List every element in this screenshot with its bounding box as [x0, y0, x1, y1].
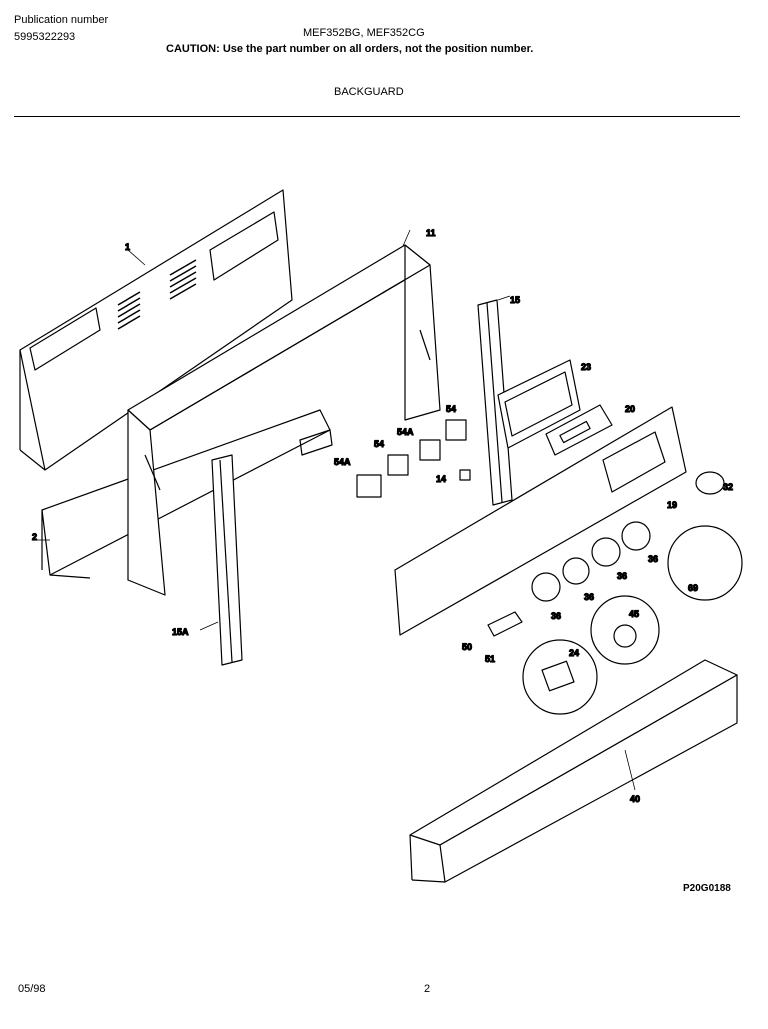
publication-label: Publication number — [14, 14, 109, 26]
callout-45: 45 — [629, 609, 639, 619]
callout-50: 50 — [462, 642, 472, 652]
callout-11: 11 — [426, 228, 436, 238]
callout-36-c: 36 — [584, 592, 594, 602]
callout-51: 51 — [485, 654, 495, 664]
detail-circles — [522, 525, 743, 715]
callout-54-a: 54 — [446, 404, 456, 414]
part-side-bracket-left — [199, 454, 243, 666]
callout-19: 19 — [667, 500, 677, 510]
callout-2: 2 — [32, 532, 37, 542]
part-switches — [356, 419, 471, 498]
callout-36-a: 36 — [648, 554, 658, 564]
part-rear-panel — [19, 189, 293, 471]
section-title: BACKGUARD — [334, 86, 404, 98]
callout-20: 20 — [625, 404, 635, 414]
callout-54-b: 54 — [374, 439, 384, 449]
callout-54a-2: 54A — [334, 457, 351, 467]
publication-number: 5995322293 — [14, 31, 76, 43]
footer-date: 05/98 — [18, 983, 46, 995]
part-lamp — [487, 611, 523, 637]
callout-14: 14 — [436, 474, 446, 484]
part-knobs — [531, 471, 725, 602]
part-clock-bracket — [497, 359, 581, 449]
part-side-bracket-right — [477, 295, 513, 506]
part-lower-bracket — [36, 409, 333, 579]
callout-69: 69 — [688, 583, 698, 593]
caution-note: CAUTION: Use the part number on all orde… — [166, 43, 534, 55]
part-trim — [409, 659, 738, 883]
part-clock — [545, 404, 613, 456]
drawing-code: P20G0188 — [683, 883, 731, 894]
callout-24: 24 — [569, 648, 579, 658]
callout-36-d: 36 — [551, 611, 561, 621]
part-control-panel — [394, 406, 687, 636]
callout-36-b: 36 — [617, 571, 627, 581]
footer-page-number: 2 — [424, 983, 431, 995]
callout-15: 15 — [510, 295, 520, 305]
header-divider — [14, 116, 740, 117]
callout-23: 23 — [581, 362, 591, 372]
callout-32: 32 — [723, 482, 733, 492]
callout-54a-1: 54A — [397, 427, 414, 437]
callout-15a: 15A — [172, 627, 189, 637]
callout-40: 40 — [630, 794, 640, 804]
callout-1: 1 — [125, 242, 130, 252]
part-main-frame — [127, 229, 441, 596]
model-numbers: MEF352BG, MEF352CG — [303, 27, 425, 39]
